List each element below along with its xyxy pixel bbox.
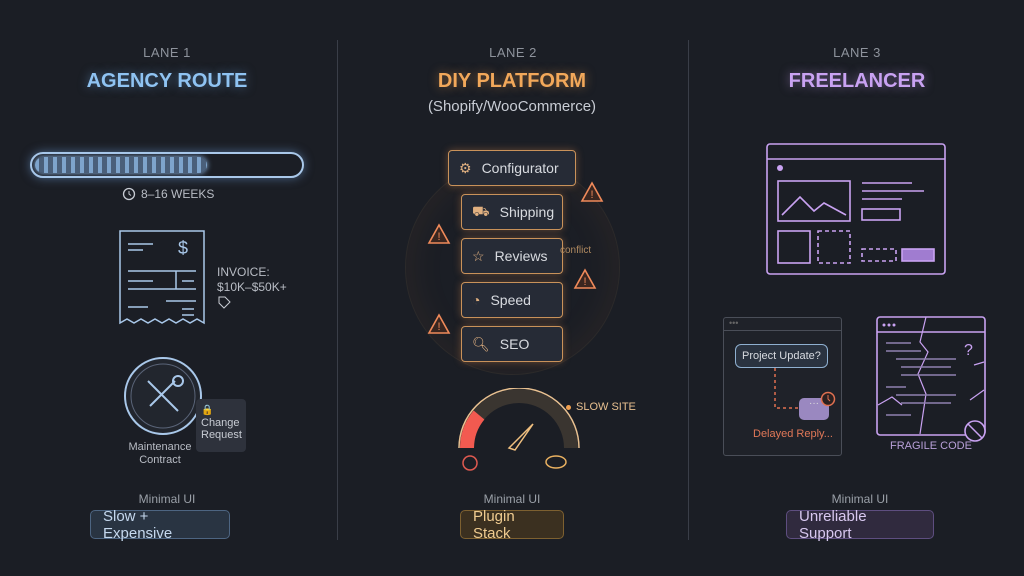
timeline-duration: 8–16 WEEKS [122, 187, 214, 201]
lane-3-badge: Unreliable Support [786, 508, 934, 542]
invoice-label: INVOICE: $10K–$50K+ [217, 265, 287, 313]
lane-2-badge: Plugin Stack [460, 508, 564, 542]
maintenance-contract-label: Maintenance Contract [128, 441, 192, 466]
lane-3-title: FREELANCER [788, 70, 926, 92]
website-mockup-icon [766, 143, 946, 275]
lane-divider [337, 40, 338, 540]
wrench-screwdriver-icon [124, 357, 202, 435]
plugin-speed[interactable]: ◔ Speed [461, 282, 563, 318]
lane-divider [688, 40, 689, 540]
lane-1-badge: Slow + Expensive [90, 508, 230, 542]
lane-2-label: LANE 2 [489, 45, 537, 60]
project-update-bubble: Project Update? [735, 344, 828, 368]
warning-icon: ! [427, 313, 451, 334]
lane-1-label: LANE 1 [143, 45, 191, 60]
lane-2-subtitle: (Shopify/WooCommerce) [427, 98, 597, 115]
speedometer-icon: ◔ [472, 292, 481, 308]
plugin-label: Speed [490, 292, 531, 308]
lane-3-label: LANE 3 [833, 45, 881, 60]
lane-2-title: DIY PLATFORM [437, 70, 587, 92]
slow-site-text: SLOW SITE [576, 401, 636, 413]
search-icon: 🔍︎ [472, 335, 490, 352]
svg-text:!: ! [437, 321, 440, 333]
gear-icon: ⚙ [459, 159, 472, 176]
lane-3-minimal-ui: Minimal UI [831, 492, 889, 506]
clock-icon [122, 187, 136, 201]
warning-icon: ! [580, 181, 604, 202]
change-request-text: Change Request [201, 417, 242, 441]
plugin-label: SEO [499, 336, 530, 352]
plugin-label: Shipping [499, 204, 555, 220]
svg-text:!: ! [583, 276, 586, 288]
turtle-icon [545, 455, 567, 469]
plugin-configurator[interactable]: ⚙ Configurator [448, 150, 576, 186]
fragile-code-label: FRAGILE CODE [890, 440, 972, 452]
timeline-text: 8–16 WEEKS [141, 187, 215, 201]
invoice-title: INVOICE: [217, 265, 270, 279]
typing-bubble: ··· [799, 398, 829, 420]
lane-1-title: AGENCY ROUTE [86, 70, 248, 92]
conflict-label: conflict [560, 245, 592, 256]
warning-icon: ! [573, 268, 597, 289]
chat-window: ••• Project Update? ··· Delayed Reply... [723, 317, 842, 456]
slow-speed-gauge [458, 388, 580, 471]
invoice-icon: $ [119, 230, 205, 325]
lock-icon: 🔒 [201, 405, 214, 416]
fragile-code-icon: ? [876, 316, 986, 442]
plugin-label: Reviews [494, 248, 548, 264]
svg-text:?: ? [964, 342, 973, 359]
warning-icon: ! [427, 223, 451, 244]
plugin-reviews[interactable]: ☆ Reviews [461, 238, 563, 274]
truck-icon: ⛟ [472, 202, 490, 219]
slow-site-label: SLOW SITE [566, 401, 636, 413]
star-icon: ☆ [472, 247, 485, 264]
svg-text:$: $ [178, 238, 188, 258]
lane-1-minimal-ui: Minimal UI [138, 492, 196, 506]
clock-icon [820, 391, 836, 407]
svg-text:!: ! [437, 231, 440, 243]
delayed-reply-text: Delayed Reply... [753, 428, 833, 440]
plugin-label: Configurator [481, 160, 559, 176]
plugin-seo[interactable]: 🔍︎ SEO [461, 326, 563, 362]
invoice-range: $10K–$50K+ [217, 280, 287, 294]
svg-text:!: ! [590, 189, 593, 201]
timeline-progress-bar [30, 152, 304, 178]
speedometer-icon [462, 455, 478, 471]
price-tag-icon [218, 296, 231, 309]
plugin-shipping[interactable]: ⛟ Shipping [461, 194, 563, 230]
dashed-arrow [774, 368, 803, 409]
lane-2-minimal-ui: Minimal UI [483, 492, 541, 506]
change-request-doc: 🔒 Change Request [196, 399, 246, 452]
